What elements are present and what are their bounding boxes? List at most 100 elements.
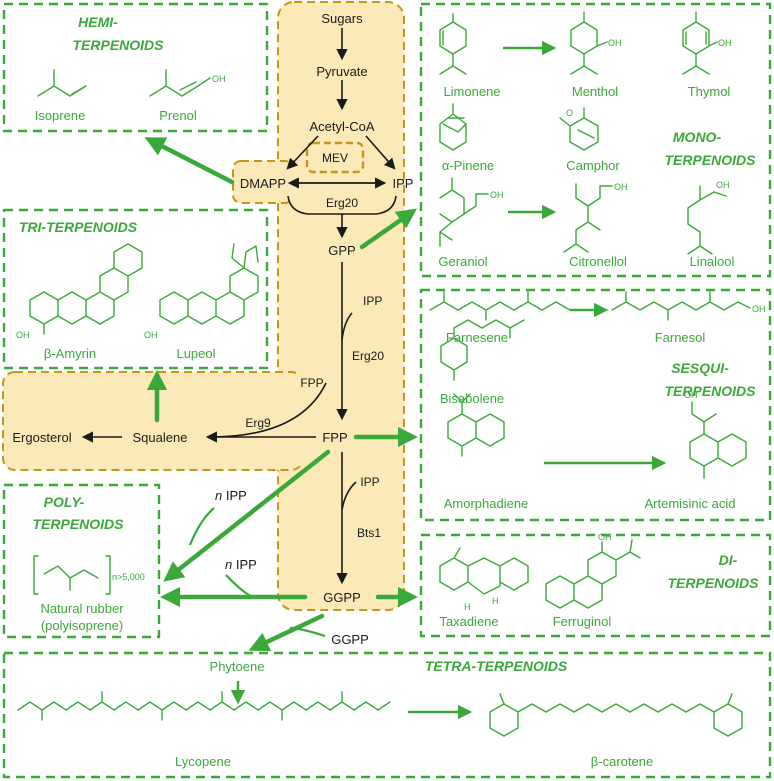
ggpp-side-label: GGPP xyxy=(331,632,369,647)
artemisinic-oh: OH xyxy=(684,390,698,400)
menthol-structure xyxy=(570,11,608,75)
sesquiterpenoids-title-line1: SESQUI- xyxy=(671,360,729,376)
beta-amyrin-structure xyxy=(29,243,143,335)
arrow-fpp-to-polyterpenoids xyxy=(163,449,331,582)
pyruvate-label: Pyruvate xyxy=(316,64,367,79)
erg9-label: Erg9 xyxy=(245,416,271,430)
ipp-label-2: IPP xyxy=(363,294,382,308)
amorphadiene-structure xyxy=(447,393,505,457)
arrow-acetylcoa-dmapp xyxy=(286,135,319,170)
monoterpenoids-title-line2: TERPENOIDS xyxy=(664,152,756,168)
n-ipp-curve-1 xyxy=(188,507,215,546)
tetraterpenoids-box xyxy=(2,651,772,779)
polyterpenoids-box xyxy=(2,483,161,639)
fpp-label: FPP xyxy=(322,430,347,445)
citronellol-structure xyxy=(563,183,613,253)
bisabolene-structure xyxy=(440,319,525,381)
natural-rubber-label-line1: Natural rubber xyxy=(40,601,124,616)
prenol-label: Prenol xyxy=(159,108,197,123)
beta-carotene-label: β-carotene xyxy=(591,754,653,769)
thymol-structure xyxy=(682,11,718,75)
linalool-label: Linalool xyxy=(690,254,735,269)
artemisinic-acid-structure xyxy=(689,401,747,479)
ipp-curve-2 xyxy=(341,481,357,511)
sesquiterpenoids-title-line2: TERPENOIDS xyxy=(664,383,756,399)
menthol-oh: OH xyxy=(608,38,622,48)
citronellol-label: Citronellol xyxy=(569,254,627,269)
beta-carotene-structure xyxy=(489,693,743,737)
compound-arrows xyxy=(230,40,667,720)
natural-rubber-structure xyxy=(33,555,111,595)
polyterpenoids-title-line1: POLY- xyxy=(44,494,85,510)
lupeol-label: Lupeol xyxy=(176,346,215,361)
linalool-structure xyxy=(687,185,727,255)
taxadiene-structure xyxy=(439,547,529,595)
sugars-label: Sugars xyxy=(321,11,363,26)
alpha-pinene-label: α-Pinene xyxy=(442,158,494,173)
compound-labels: Isoprene Prenol Limonene Menthol Thymol … xyxy=(35,84,736,769)
polyterpenoids-title-line2: TERPENOIDS xyxy=(32,516,124,532)
thymol-oh: OH xyxy=(718,38,732,48)
n-ipp-label-2: n IPP xyxy=(225,557,257,572)
ipp-join-curves xyxy=(188,507,326,638)
farnesol-oh: OH xyxy=(752,304,766,314)
ferruginol-structure xyxy=(545,539,641,609)
squalene-label: Squalene xyxy=(133,430,188,445)
farnesene-label: Farnesene xyxy=(446,330,508,345)
geraniol-label: Geraniol xyxy=(438,254,487,269)
diterpenoids-title-line2: TERPENOIDS xyxy=(667,575,759,591)
fpp-side-label: FPP xyxy=(300,376,323,390)
taxadiene-h2: H xyxy=(492,596,499,606)
camphor-label: Camphor xyxy=(566,158,620,173)
thymol-label: Thymol xyxy=(688,84,731,99)
natural-rubber-label-line2: (polyisoprene) xyxy=(41,618,123,633)
mev-box xyxy=(305,141,365,174)
citronellol-oh: OH xyxy=(614,182,628,192)
ggpp-join-curve xyxy=(289,626,326,638)
artemisinic-acid-label: Artemisinic acid xyxy=(644,496,735,511)
amorphadiene-label: Amorphadiene xyxy=(444,496,529,511)
ferruginol-label: Ferruginol xyxy=(553,614,612,629)
geraniol-oh: OH xyxy=(490,190,504,200)
amyrin-ho: OH xyxy=(16,330,30,340)
n-ipp-curve-2 xyxy=(225,574,253,598)
lycopene-structure xyxy=(17,691,391,721)
ferruginol-oh: OH xyxy=(598,532,612,542)
farnesol-structure xyxy=(611,291,751,321)
rubber-subscript: n>5,000 xyxy=(112,572,145,582)
arrow-to-monoterpenoids xyxy=(359,208,417,250)
monoterpenoids-box xyxy=(419,2,772,278)
ergosterol-label: Ergosterol xyxy=(12,430,71,445)
acetyl-coa-label: Acetyl-CoA xyxy=(309,119,374,134)
atom-labels: OH OH OH O OH OH OH OH OH OH OH OH H H n… xyxy=(16,38,766,612)
lycopene-label: Lycopene xyxy=(175,754,231,769)
linalool-oh: OH xyxy=(716,180,730,190)
prenol-structure xyxy=(149,69,211,97)
farnesene-structure xyxy=(429,291,571,321)
pathway-labels: Sugars Pyruvate Acetyl-CoA MEV DMAPP IPP… xyxy=(12,11,413,647)
camphor-o: O xyxy=(566,108,573,118)
erg20-label-2: Erg20 xyxy=(352,349,384,363)
monoterpenoids-title-line1: MONO- xyxy=(673,129,722,145)
mev-pathway-background xyxy=(2,1,405,611)
bts1-label: Bts1 xyxy=(357,526,381,540)
limonene-label: Limonene xyxy=(443,84,500,99)
prenol-oh: OH xyxy=(212,74,226,84)
isoprene-structure xyxy=(37,69,87,97)
diterpenoids-title-line1: DI- xyxy=(719,552,738,568)
mev-label: MEV xyxy=(322,151,348,165)
lupeol-structure xyxy=(159,243,259,325)
pathway-arrows xyxy=(81,28,397,585)
branch-arrows xyxy=(144,137,419,652)
arrow-to-tetraterpenoids xyxy=(248,613,325,652)
arrow-acetylcoa-ipp xyxy=(365,135,396,170)
phytoene-label: Phytoene xyxy=(210,659,265,674)
bisabolene-label: Bisabolene xyxy=(440,391,504,406)
ggpp-label: GGPP xyxy=(323,590,361,605)
molecule-drawings xyxy=(17,11,751,737)
taxadiene-h1: H xyxy=(464,602,471,612)
camphor-structure xyxy=(559,107,599,151)
triterpenoids-title: TRI-TERPENOIDS xyxy=(19,219,138,235)
